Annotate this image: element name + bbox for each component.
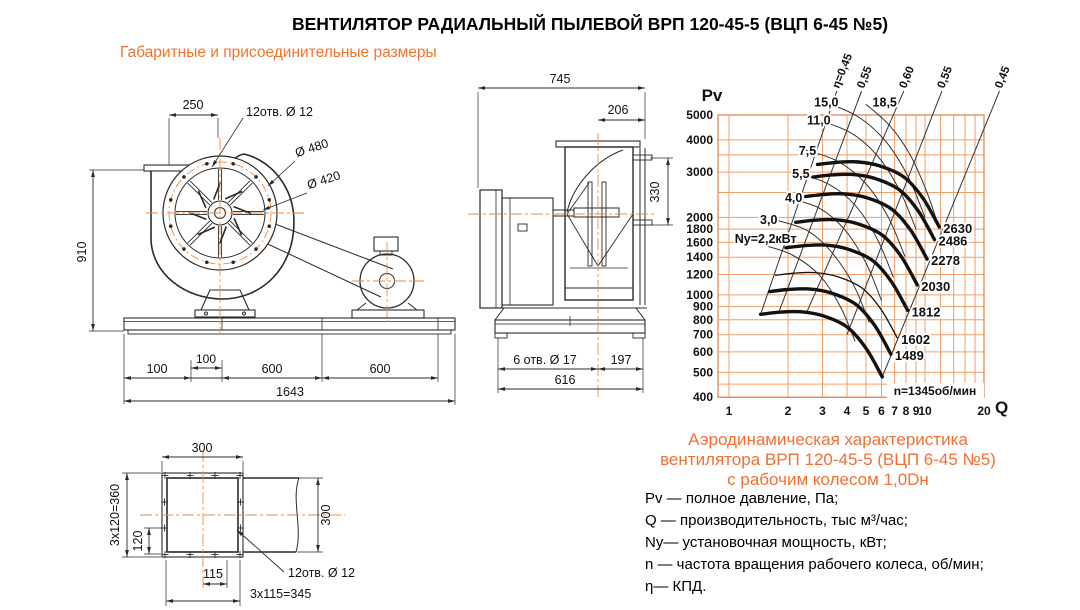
svg-text:5000: 5000 <box>686 108 713 122</box>
svg-text:0,55: 0,55 <box>855 64 875 90</box>
svg-text:6: 6 <box>878 404 885 418</box>
svg-text:n=1345об/мин: n=1345об/мин <box>894 384 977 398</box>
svg-text:1600: 1600 <box>686 235 713 249</box>
svg-text:0,45: 0,45 <box>993 64 1013 90</box>
svg-text:115: 115 <box>203 567 223 581</box>
svg-text:1000: 1000 <box>686 288 713 302</box>
svg-text:5,5: 5,5 <box>792 167 809 181</box>
svg-text:1602: 1602 <box>901 332 930 347</box>
svg-text:η=0,45: η=0,45 <box>831 52 856 91</box>
page-title: ВЕНТИЛЯТОР РАДИАЛЬНЫЙ ПЫЛЕВОЙ ВРП 120-45… <box>291 14 889 34</box>
svg-text:12отв. Ø 12: 12отв. Ø 12 <box>288 566 355 580</box>
legend-item: η— КПД. <box>645 578 707 595</box>
chart-caption: Аэродинамическая характеристика вентилят… <box>640 430 1016 490</box>
svg-text:3x115=345: 3x115=345 <box>250 587 311 601</box>
svg-text:Ø 480: Ø 480 <box>293 136 330 160</box>
svg-text:10: 10 <box>918 404 932 418</box>
svg-text:120: 120 <box>131 531 145 552</box>
svg-text:1400: 1400 <box>686 250 713 264</box>
svg-text:8: 8 <box>903 404 910 418</box>
svg-text:0,60: 0,60 <box>898 65 918 90</box>
aerodynamic-chart: 5000400030002000180016001400120010009008… <box>686 50 1015 418</box>
svg-text:5: 5 <box>863 404 870 418</box>
svg-text:616: 616 <box>555 373 576 387</box>
front-view-drawing: 250 12отв. Ø 12 Ø 480 Ø 420 910 100 100 600 600 1… <box>75 98 456 405</box>
svg-text:1200: 1200 <box>686 267 713 281</box>
svg-text:100: 100 <box>196 352 216 366</box>
legend-item: Pv — полное давление, Па; <box>645 490 839 507</box>
svg-text:900: 900 <box>693 300 713 314</box>
svg-text:18,5: 18,5 <box>873 95 897 109</box>
svg-text:700: 700 <box>693 328 713 342</box>
svg-text:12отв. Ø 12: 12отв. Ø 12 <box>246 105 313 119</box>
svg-text:300: 300 <box>192 441 213 455</box>
svg-text:Ø 420: Ø 420 <box>305 168 342 192</box>
svg-text:1643: 1643 <box>276 385 304 399</box>
svg-text:4,0: 4,0 <box>785 191 802 205</box>
caption-line: Аэродинамическая характеристика <box>688 430 968 449</box>
svg-text:1: 1 <box>726 404 733 418</box>
caption-line: вентилятора ВРП 120-45-5 (ВЦП 6-45 №5) <box>660 450 996 469</box>
svg-text:7,5: 7,5 <box>799 144 816 158</box>
svg-text:7: 7 <box>891 404 898 418</box>
svg-text:2278: 2278 <box>931 253 960 268</box>
svg-text:600: 600 <box>262 362 283 376</box>
svg-text:1812: 1812 <box>912 304 941 319</box>
svg-text:2000: 2000 <box>686 210 713 224</box>
svg-text:197: 197 <box>611 353 632 367</box>
svg-text:600: 600 <box>693 345 713 359</box>
svg-text:2: 2 <box>785 404 792 418</box>
legend-item: n — частота вращения рабочего колеса, об… <box>645 556 984 573</box>
svg-text:1489: 1489 <box>895 348 924 363</box>
svg-text:250: 250 <box>183 98 204 112</box>
side-view-drawing: 745 206 330 6 отв. Ø 17 197 616 <box>468 72 673 397</box>
svg-text:Pv: Pv <box>702 86 723 105</box>
svg-text:Ny=2,2кВт: Ny=2,2кВт <box>735 232 797 246</box>
page-subtitle: Габаритные и присоединительные размеры <box>120 44 437 61</box>
svg-text:9: 9 <box>913 404 920 418</box>
svg-text:Q: Q <box>995 398 1008 417</box>
svg-text:400: 400 <box>693 390 713 404</box>
svg-text:6 отв. Ø 17: 6 отв. Ø 17 <box>513 353 577 367</box>
svg-text:4: 4 <box>844 404 851 418</box>
svg-text:100: 100 <box>147 362 168 376</box>
svg-text:330: 330 <box>648 182 662 203</box>
svg-text:500: 500 <box>693 365 713 379</box>
svg-text:11,0: 11,0 <box>807 114 831 128</box>
svg-text:2030: 2030 <box>921 279 950 294</box>
svg-text:2486: 2486 <box>938 234 967 249</box>
svg-text:4000: 4000 <box>686 133 713 147</box>
legend-item: Q — производительность, тыс м³/час; <box>645 512 908 529</box>
svg-text:0,55: 0,55 <box>936 64 956 90</box>
svg-text:206: 206 <box>608 103 629 117</box>
svg-text:600: 600 <box>370 362 391 376</box>
svg-text:2630: 2630 <box>943 221 972 236</box>
svg-text:15,0: 15,0 <box>814 95 838 109</box>
svg-text:3000: 3000 <box>686 165 713 179</box>
svg-text:800: 800 <box>693 313 713 327</box>
svg-text:300: 300 <box>319 505 333 526</box>
legend-item: Ny— установочная мощность, кВт; <box>645 534 887 551</box>
svg-text:20: 20 <box>977 404 991 418</box>
svg-text:3,0: 3,0 <box>760 213 777 227</box>
caption-line: с рабочим колесом 1,0Dн <box>727 470 929 489</box>
svg-text:910: 910 <box>75 242 89 263</box>
outlet-flange-drawing: 300 3x120=360 120 300 115 3x115=345 12отв. Ø 1… <box>108 441 355 606</box>
chart-legend: Pv — полное давление, Па; Q — производит… <box>645 488 1075 598</box>
svg-text:3: 3 <box>819 404 826 418</box>
svg-text:1800: 1800 <box>686 222 713 236</box>
svg-text:745: 745 <box>550 72 571 86</box>
svg-text:3x120=360: 3x120=360 <box>108 484 122 546</box>
